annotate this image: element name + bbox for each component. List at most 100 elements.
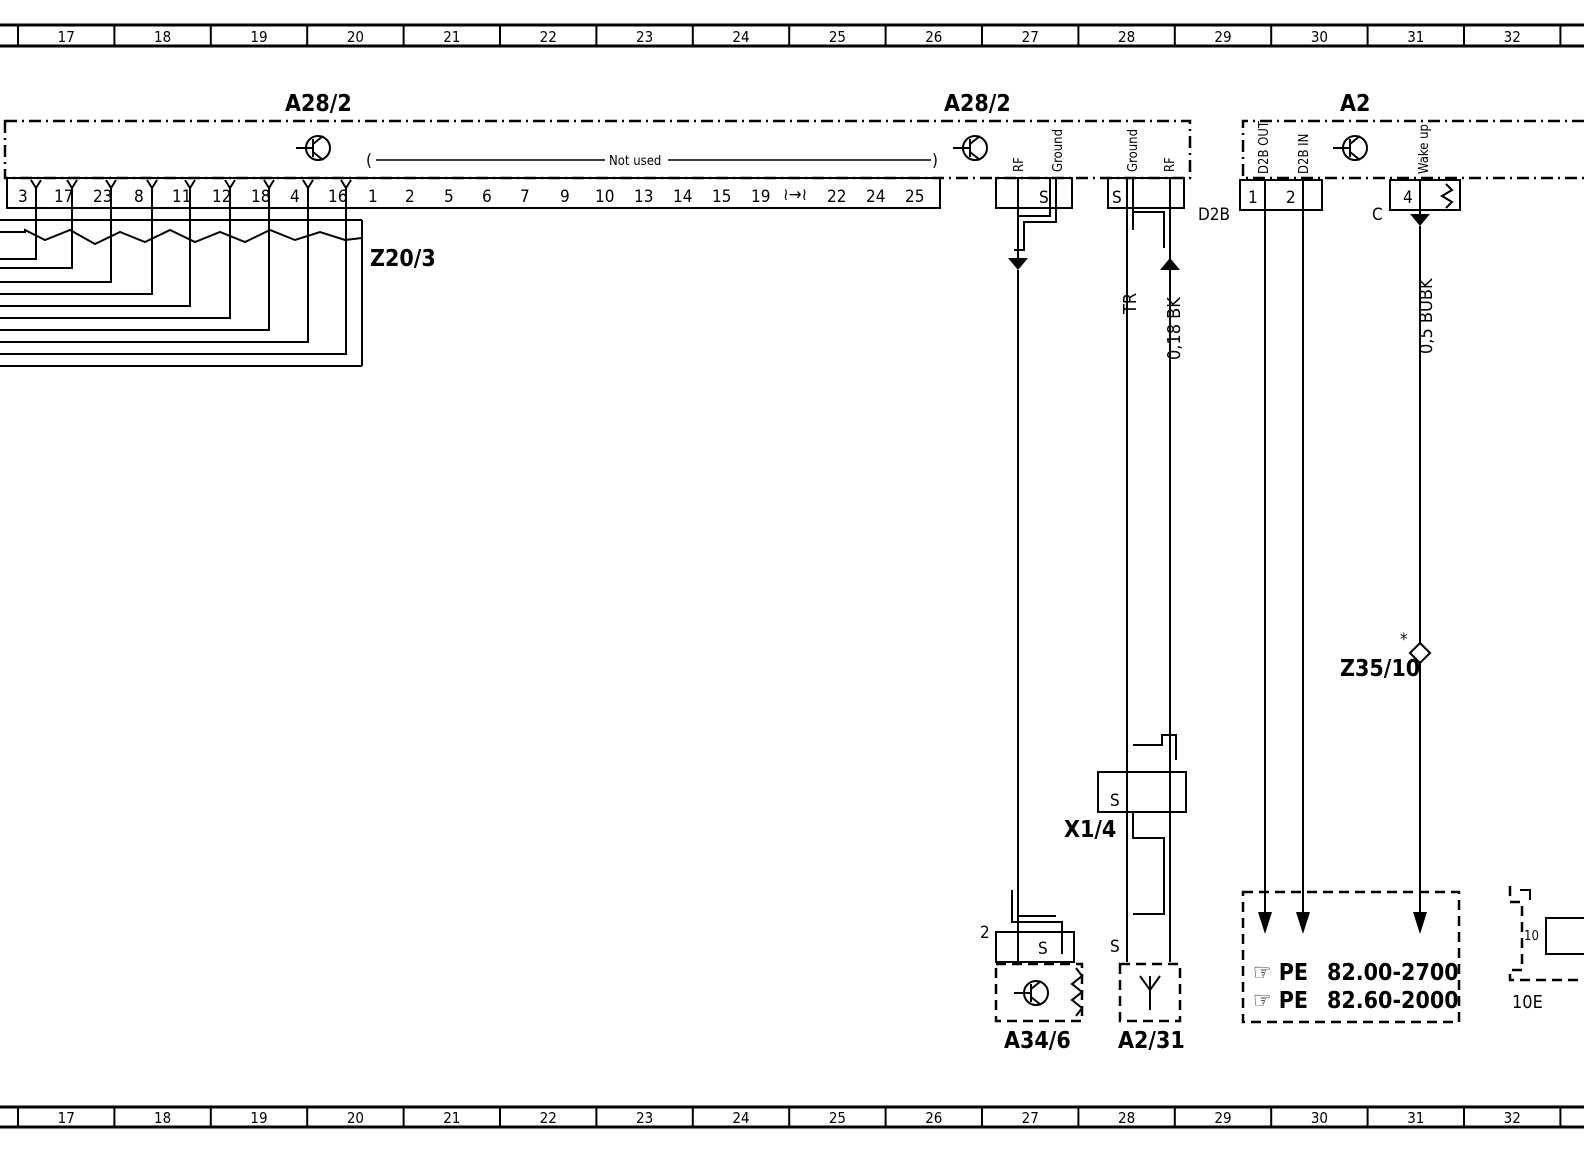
ruler-column-number: 20 xyxy=(347,1109,364,1127)
x1-4-connector: S X1/4 xyxy=(1064,734,1187,915)
unused-connector-pin: 22 xyxy=(827,187,846,207)
ruler-column-number: 28 xyxy=(1118,1109,1135,1127)
module-label-a2: A2 xyxy=(1340,91,1370,117)
ruler-column-number: 17 xyxy=(58,1109,75,1127)
z35-10-star: * xyxy=(1400,630,1408,650)
pin-label-2: 2 xyxy=(1286,188,1296,208)
ruler-column-number: 30 xyxy=(1311,1109,1328,1127)
unused-connector-pin: 9 xyxy=(560,187,570,207)
bundle-wire xyxy=(0,200,37,260)
pin-label-ground: Ground xyxy=(1051,129,1066,172)
module-a2: A2 D2B OUT D2B IN Wake up D2B 1 2 C 4 0,… xyxy=(1198,91,1584,934)
ruler-column-number: 23 xyxy=(636,28,653,46)
shield-label: S xyxy=(1110,937,1120,957)
bundle-wire xyxy=(0,200,191,307)
shield-label: S xyxy=(1039,188,1049,208)
edge-pin-label: 10 xyxy=(1524,929,1539,944)
pin-gap-symbol: ≀→≀ xyxy=(783,185,807,205)
ruler-column-number: 30 xyxy=(1311,28,1328,46)
edge-fragment: 10 10E xyxy=(1508,886,1584,1013)
reference-82-60-2000: 82.60-2000 xyxy=(1327,988,1459,1014)
a28-2-antenna-connector: Ground RF S TR 0,18 BK xyxy=(1107,129,1185,962)
svg-text:): ) xyxy=(932,151,938,171)
connector-pin: 17 xyxy=(54,187,73,207)
unused-connector-pin: 14 xyxy=(673,187,692,207)
connector-pin: 4 xyxy=(290,187,300,207)
c-connector-label: C xyxy=(1372,205,1383,225)
ruler-column-number: 24 xyxy=(732,1109,749,1127)
unused-connector-pin: 24 xyxy=(866,187,885,207)
pin-label-d2b-out: D2B OUT xyxy=(1257,120,1272,174)
ref-prefix-2: ☞ PE xyxy=(1253,988,1308,1014)
ruler-column-number: 32 xyxy=(1504,28,1521,46)
pin-arrow-icon xyxy=(146,179,158,190)
a34-6-label: A34/6 xyxy=(1004,1028,1071,1054)
svg-text:(: ( xyxy=(366,151,372,171)
connector-pin: 16 xyxy=(328,187,347,207)
ruler-column-number: 18 xyxy=(154,1109,171,1127)
unused-connector-pin: 15 xyxy=(712,187,731,207)
ruler-column-number: 21 xyxy=(443,28,460,46)
unused-connector-pin: 2 xyxy=(405,187,415,207)
pin-label-rf: RF xyxy=(1012,157,1027,172)
ruler-column-number: 25 xyxy=(829,1109,846,1127)
z35-10-label: Z35/10 xyxy=(1340,656,1420,682)
ruler-column-number: 29 xyxy=(1214,1109,1231,1127)
ruler-column-number: 31 xyxy=(1407,28,1424,46)
connector-pin: 23 xyxy=(93,187,112,207)
bundle-wire xyxy=(0,200,73,269)
edge-label-10e: 10E xyxy=(1512,992,1543,1013)
unused-connector-pin: 13 xyxy=(634,187,653,207)
antenna-icon xyxy=(1139,975,1161,1010)
pin-arrow-icon xyxy=(30,179,42,190)
not-used-label: Not used xyxy=(609,154,661,169)
bundle-wire xyxy=(0,200,231,319)
z20-3-bundle: Z20/3 xyxy=(0,200,436,367)
ruler-column-number: 25 xyxy=(829,28,846,46)
z20-3-label: Z20/3 xyxy=(370,246,436,272)
ruler-column-number: 19 xyxy=(250,28,267,46)
shield-label: S xyxy=(1038,939,1048,959)
pin-label-ground: Ground xyxy=(1126,129,1141,172)
ruler-column-number: 31 xyxy=(1407,1109,1424,1127)
ruler-column-number: 22 xyxy=(540,1109,557,1127)
bundle-wire xyxy=(0,200,153,295)
pin-label-1: 1 xyxy=(1248,188,1258,208)
ruler-column-number: 20 xyxy=(347,28,364,46)
module-a34-6: 2 S A34/6 xyxy=(980,890,1084,1054)
module-label-a28-2-left: A28/2 xyxy=(285,91,352,117)
ruler-column-number: 29 xyxy=(1214,28,1231,46)
connector-pin: 18 xyxy=(251,187,270,207)
wire-label-bubk: 0,5 BUBK xyxy=(1416,278,1437,354)
pin-label-wake-up: Wake up xyxy=(1417,124,1432,174)
bundle-wire xyxy=(0,200,112,283)
pin-label-2: 2 xyxy=(980,923,990,943)
unused-connector-pin: 25 xyxy=(905,187,924,207)
ruler-column-number: 28 xyxy=(1118,28,1135,46)
reference-box: ☞ PE 82.00-2700 ☞ PE 82.60-2000 xyxy=(1241,890,1461,1024)
transistor-icon xyxy=(953,135,988,161)
unused-connector-pin: 6 xyxy=(482,187,492,207)
ruler-column-number: 27 xyxy=(1022,1109,1039,1127)
ruler-column-number: 32 xyxy=(1504,1109,1521,1127)
connector-pin: 8 xyxy=(134,187,144,207)
bundle-wire xyxy=(0,200,309,343)
ruler-column-number: 26 xyxy=(925,1109,942,1127)
a2-31-label: A2/31 xyxy=(1118,1028,1185,1054)
unused-connector-pin: 5 xyxy=(444,187,454,207)
connector-pin: 12 xyxy=(212,187,231,207)
pin-label-4: 4 xyxy=(1403,188,1413,208)
not-used-bracket: ( Not used ) xyxy=(366,151,938,171)
wire-label-tr: TR xyxy=(1120,293,1141,315)
transistor-icon xyxy=(1333,135,1368,161)
unused-connector-pin: 1 xyxy=(368,187,378,207)
ref-prefix-1: ☞ PE xyxy=(1253,960,1308,986)
shield-label: S xyxy=(1112,188,1122,208)
module-label-a28-2-right: A28/2 xyxy=(944,91,1011,117)
ruler-column-number: 17 xyxy=(58,28,75,46)
ruler-column-number: 19 xyxy=(250,1109,267,1127)
